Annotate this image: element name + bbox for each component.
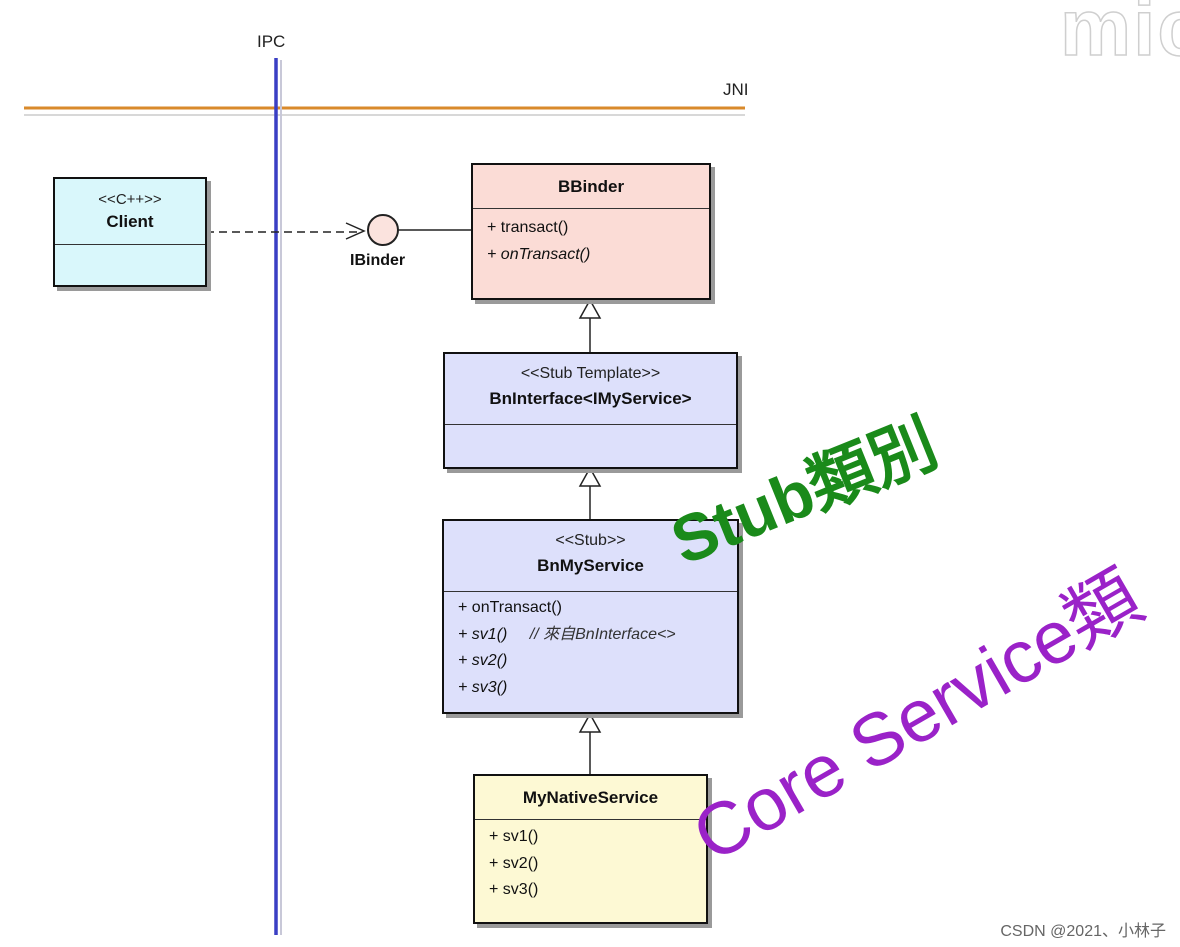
inherit-arrow-3 — [578, 712, 602, 733]
mynativeservice-name: MyNativeService — [522, 788, 659, 807]
bnmyservice-op-sv3: + sv3() — [458, 678, 508, 696]
client-stereotype: <<C++>> — [98, 191, 162, 208]
bnmyservice-name: BnMyService — [537, 556, 644, 575]
bbinder-op-transact: + transact() — [487, 219, 569, 236]
mynativeservice-op-sv2: + sv2() — [489, 854, 539, 872]
bbinder-class: BBinder + transact() + onTransact() — [471, 163, 711, 300]
bbinder-name: BBinder — [557, 177, 625, 196]
ibinder-interface-circle — [367, 214, 399, 246]
mynativeservice-op-sv1: + sv1() — [489, 828, 539, 845]
bninterface-name: BnInterface<IMyService> — [489, 389, 692, 408]
bnmyservice-op-sv2: + sv2() — [458, 652, 508, 669]
footer-credit: CSDN @2021、小林子 — [1000, 923, 1166, 940]
inherit-arrow-1 — [578, 298, 602, 319]
client-name: Client — [106, 212, 154, 231]
dependency-arrowhead — [345, 222, 366, 240]
bnmyservice-comment: // 來自BnInterface<> — [529, 625, 676, 643]
mynativeservice-class: MyNativeService + sv1() + sv2() + sv3() — [473, 774, 708, 924]
bnmyservice-op-sv1: + sv1() — [458, 625, 508, 643]
mynativeservice-op-sv3: + sv3() — [489, 881, 539, 898]
bninterface-class: <<Stub Template>> BnInterface<IMyService… — [443, 352, 738, 469]
bnmyservice-class: <<Stub>> BnMyService + onTransact() + sv… — [442, 519, 739, 714]
ibinder-label: IBinder — [350, 252, 406, 269]
bbinder-op-ontransact: + onTransact() — [487, 245, 591, 263]
inherit-arrow-2 — [578, 466, 602, 487]
corner-logo: mic — [1059, 0, 1180, 73]
bnmyservice-op-ontransact: + onTransact() — [458, 599, 562, 616]
bninterface-stereotype: <<Stub Template>> — [520, 365, 661, 382]
ipc-label: IPC — [257, 32, 286, 51]
bnmyservice-stereotype: <<Stub>> — [555, 532, 626, 549]
jni-label: JNI — [723, 80, 749, 99]
bnmyservice-op-sv1-row: + sv1() // 來自BnInterface<> — [458, 622, 723, 649]
client-class: <<C++>> Client — [53, 177, 207, 287]
